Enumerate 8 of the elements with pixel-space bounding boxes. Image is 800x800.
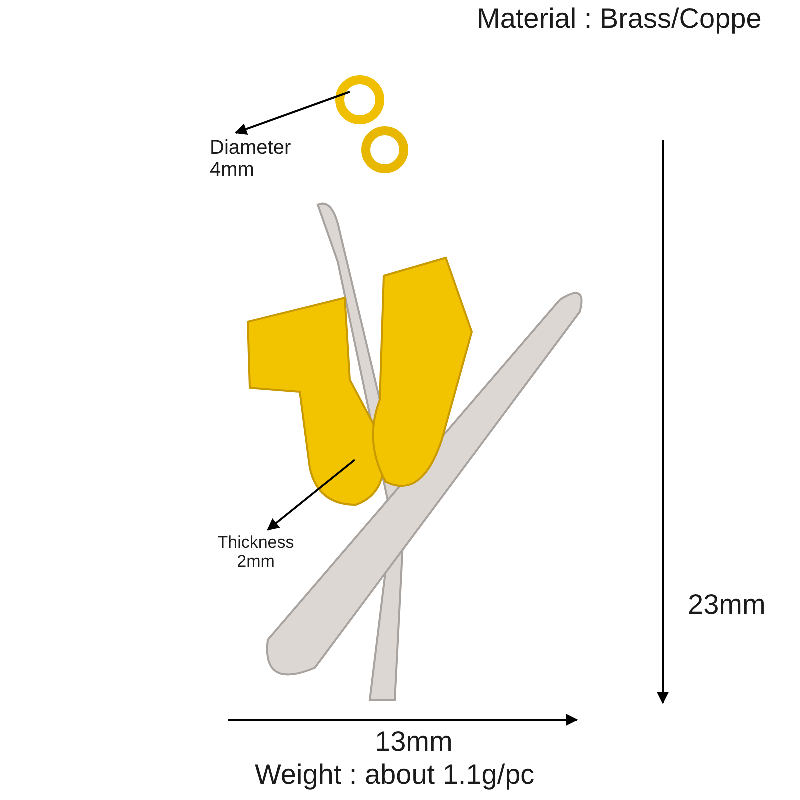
leader-line: [234, 91, 350, 135]
leader-line: [267, 459, 356, 531]
dimension-text: 23mm: [688, 590, 766, 621]
material-note: Material : Brass/Coppe: [477, 4, 762, 35]
weight-note: Weight : about 1.1g/pc: [255, 760, 535, 791]
dimension-text: 13mm: [375, 727, 453, 758]
dimension-text: Diameter 4mm: [210, 137, 315, 183]
dimension-text: Thickness 2mm: [205, 534, 307, 574]
